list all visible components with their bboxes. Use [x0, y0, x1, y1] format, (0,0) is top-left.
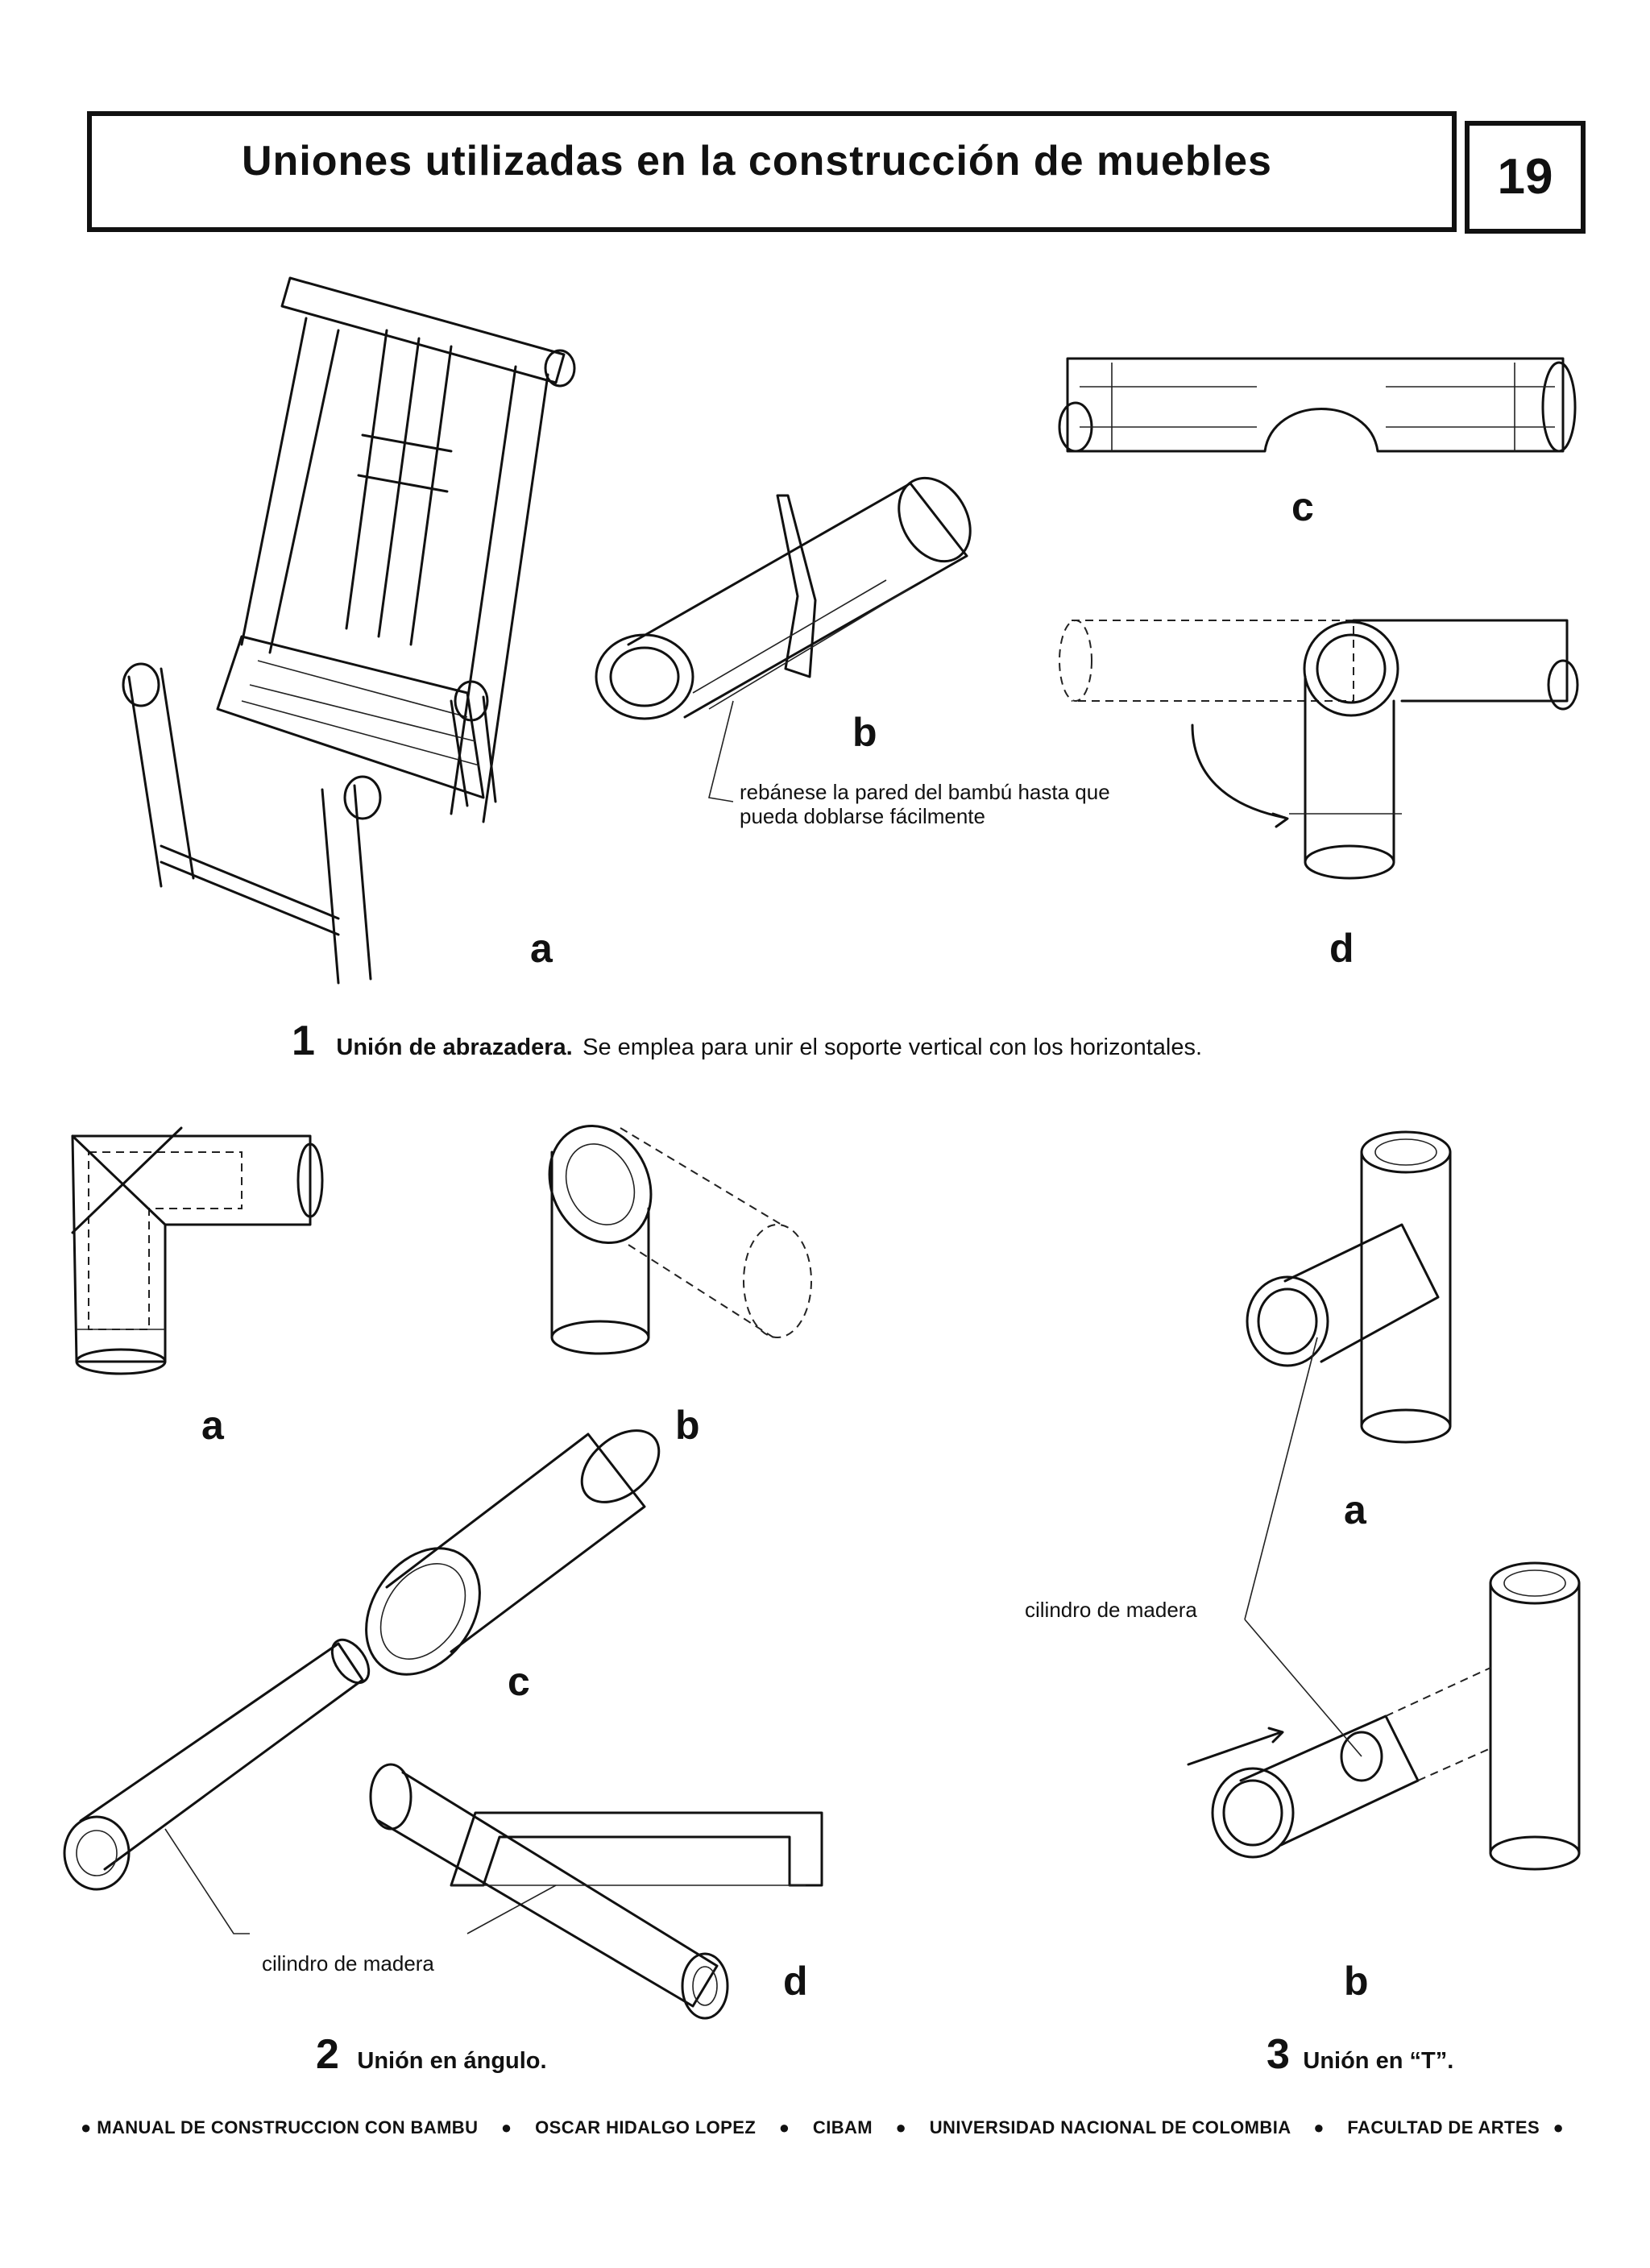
title-box [87, 111, 1457, 232]
footer-item: FACULTAD DE ARTES [1347, 2117, 1540, 2137]
t-joint-illustration-a [1246, 1130, 1452, 1444]
footer-bullet: ● [1313, 2117, 1325, 2137]
footer-bullet: ● [895, 2117, 907, 2137]
figure-1b-label: b [852, 710, 877, 755]
figure-2b-label: b [675, 1403, 700, 1448]
caption-2-title: Unión en ángulo. [357, 2048, 547, 2074]
bamboo-chair-illustration [122, 276, 576, 985]
t-joint-illustration-b [1187, 1561, 1581, 1871]
bamboo-slice-illustration [595, 476, 972, 802]
caption-1-text: Se emplea para unir el soporte vertical … [582, 1034, 1203, 1060]
footer-bullet: ● [500, 2117, 512, 2137]
leader-line-3a [1244, 1337, 1318, 1620]
footer-bullet: ● [1553, 2117, 1565, 2137]
caption-3-number: 3 [1267, 2031, 1290, 2078]
footer-item: UNIVERSIDAD NACIONAL DE COLOMBIA [929, 2117, 1291, 2137]
footer-item: CIBAM [812, 2117, 873, 2137]
caption-3: 3 Unión en “T”. [1267, 2030, 1453, 2079]
angle-joint-illustration-d [369, 1763, 823, 2020]
page-title: Uniones utilizadas en la construcción de… [242, 138, 1272, 185]
caption-2: 2 Unión en ángulo. [316, 2030, 547, 2079]
figure-1d-label: d [1329, 926, 1354, 971]
figure-3a-label: a [1344, 1487, 1366, 1532]
footer-bullet: ● [778, 2117, 790, 2137]
slice-note-line-1: rebánese la pared del bambú hasta que [740, 780, 1110, 804]
wrapped-joint-illustration [1059, 619, 1579, 880]
figure-3b-label: b [1344, 1959, 1369, 2004]
figure-1c-label: c [1291, 484, 1314, 529]
leader-line-3b [1244, 1619, 1362, 1757]
caption-1: 1 Unión de abrazadera. Se emplea para un… [292, 1017, 1202, 1065]
caption-1-title: Unión de abrazadera. [336, 1034, 573, 1060]
slice-note: rebánese la pared del bambú hasta que pu… [740, 780, 1110, 828]
notched-bamboo-illustration [1058, 357, 1577, 453]
angle-joint-illustration-a [71, 1126, 324, 1375]
angle-joint-illustration-b [548, 1124, 812, 1355]
footer-bullet: ● [81, 2117, 92, 2137]
angle-joint-illustration-c [365, 1429, 661, 1676]
footer-credits: ● MANUAL DE CONSTRUCCION CON BAMBU ● OSC… [81, 2117, 1595, 2138]
figure-2a-label: a [201, 1403, 224, 1448]
figure-1a-label: a [530, 926, 553, 971]
page-number: 19 [1465, 121, 1586, 234]
footer-item: MANUAL DE CONSTRUCCION CON BAMBU [97, 2117, 479, 2137]
caption-3-title: Unión en “T”. [1303, 2048, 1454, 2074]
caption-1-number: 1 [292, 1018, 315, 1064]
figure-2c-label: c [508, 1659, 530, 1704]
caption-2-number: 2 [316, 2031, 339, 2078]
footer-item: OSCAR HIDALGO LOPEZ [535, 2117, 757, 2137]
wooden-cylinder-illustration [63, 1638, 557, 1934]
wood-cylinder-note-2: cilindro de madera [262, 1951, 434, 1976]
slice-note-line-2: pueda doblarse fácilmente [740, 804, 985, 828]
wood-cylinder-note-3: cilindro de madera [1025, 1598, 1197, 1622]
figure-2d-label: d [783, 1959, 808, 2004]
